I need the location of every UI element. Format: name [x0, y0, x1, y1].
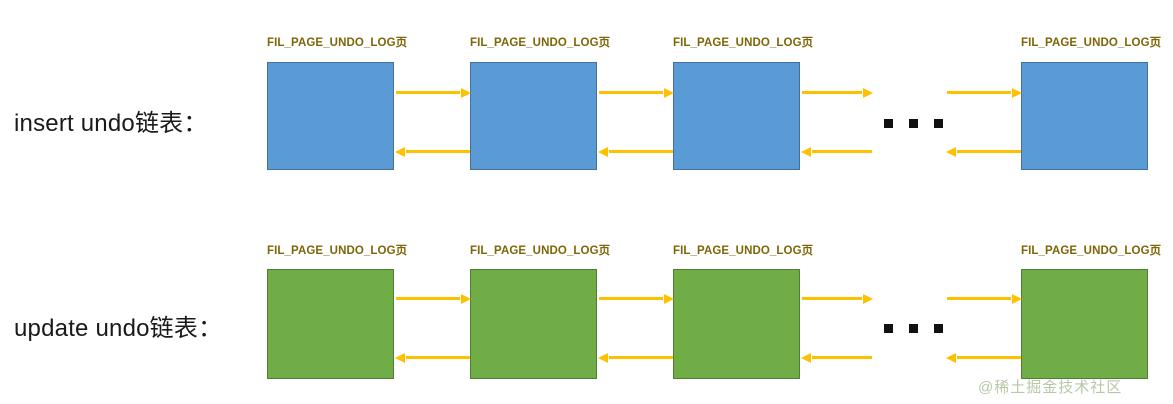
- node-box-insert-3[interactable]: [673, 62, 800, 170]
- node-label-update-1: FIL_PAGE_UNDO_LOG页: [267, 245, 408, 257]
- node-label-update-4: FIL_PAGE_UNDO_LOG页: [1021, 245, 1162, 257]
- watermark: @稀土掘金技术社区: [978, 379, 1123, 396]
- ellipsis-insert: [884, 119, 943, 128]
- node-box-update-1[interactable]: [267, 269, 394, 379]
- node-box-insert-4[interactable]: [1021, 62, 1148, 170]
- row-label-insert-undo: insert undo链表：: [14, 110, 208, 137]
- node-box-update-4[interactable]: [1021, 269, 1148, 379]
- node-box-update-3[interactable]: [673, 269, 800, 379]
- ellipsis-dot: [884, 324, 893, 333]
- ellipsis-dot: [934, 324, 943, 333]
- node-box-insert-1[interactable]: [267, 62, 394, 170]
- row-label-update-undo: update undo链表：: [14, 315, 223, 342]
- node-box-update-2[interactable]: [470, 269, 597, 379]
- ellipsis-dot: [909, 324, 918, 333]
- node-label-insert-3: FIL_PAGE_UNDO_LOG页: [673, 37, 814, 49]
- node-box-insert-2[interactable]: [470, 62, 597, 170]
- ellipsis-update: [884, 324, 943, 333]
- ellipsis-dot: [884, 119, 893, 128]
- node-label-insert-4: FIL_PAGE_UNDO_LOG页: [1021, 37, 1162, 49]
- node-label-insert-1: FIL_PAGE_UNDO_LOG页: [267, 37, 408, 49]
- node-label-insert-2: FIL_PAGE_UNDO_LOG页: [470, 37, 611, 49]
- ellipsis-dot: [934, 119, 943, 128]
- ellipsis-dot: [909, 119, 918, 128]
- node-label-update-2: FIL_PAGE_UNDO_LOG页: [470, 245, 611, 257]
- node-label-update-3: FIL_PAGE_UNDO_LOG页: [673, 245, 814, 257]
